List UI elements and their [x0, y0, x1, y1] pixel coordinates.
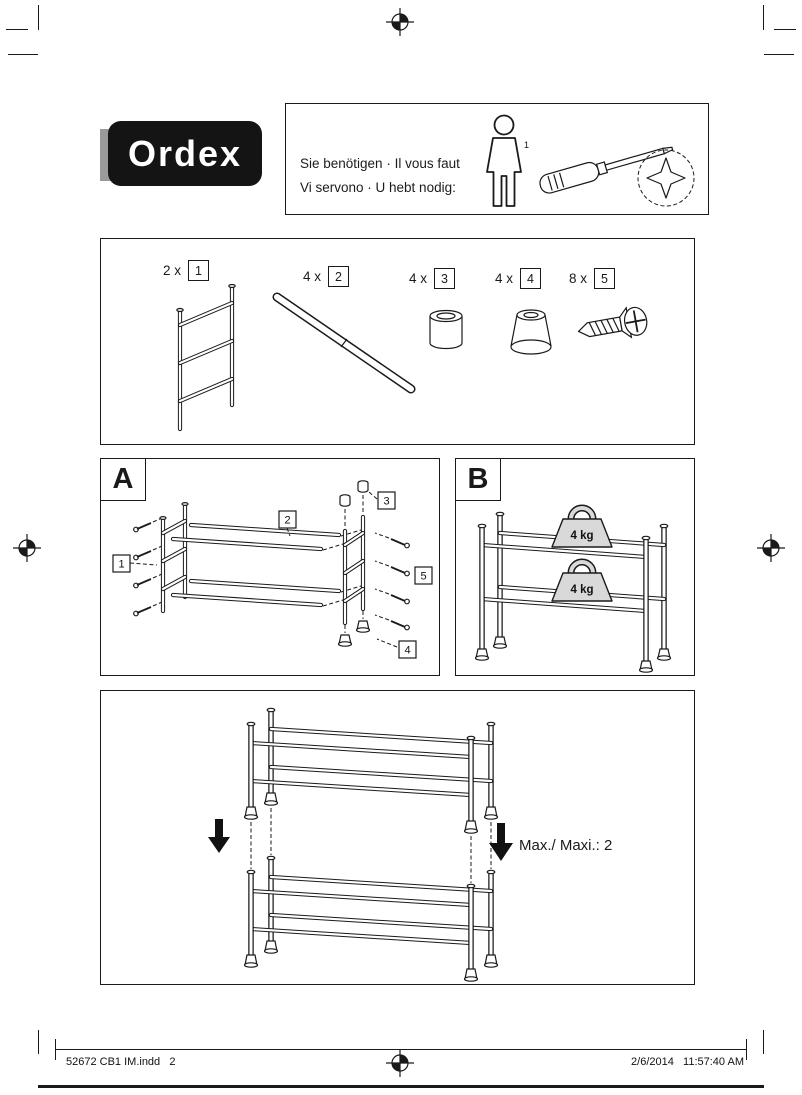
footer-rule	[55, 1049, 747, 1050]
part-4-label: 4 x 4	[495, 268, 542, 289]
person-count: 1	[524, 140, 529, 150]
registration-mark-right	[757, 534, 785, 562]
weight-top-label: 4 kg	[570, 530, 593, 542]
part-5-qty: 8 x	[569, 271, 588, 286]
crop-mark-bottom-left-v	[38, 1030, 39, 1054]
parts-box: 2 x 1 4 x 2 4 x 3	[100, 238, 695, 445]
side-frame-left	[159, 501, 189, 614]
end-caps	[339, 480, 369, 527]
registration-mark-top	[386, 8, 414, 36]
footer-tick-left	[55, 1039, 56, 1060]
step-a-label: A	[101, 459, 146, 501]
part-2-tube-drawing	[272, 292, 416, 394]
weight-bottom: 4 kg	[551, 558, 613, 602]
you-need-text: Sie benötigen · Il vous faut Vi servono …	[300, 152, 460, 199]
lower-rack	[245, 856, 498, 981]
part-1-side-frame-drawing	[176, 283, 236, 432]
footer-tick-right	[746, 1039, 747, 1060]
part-1-qty: 2 x	[163, 263, 182, 278]
callout-2: 2	[284, 515, 290, 527]
crop-mark-top-left-v	[38, 5, 39, 30]
part-3-label: 4 x 3	[409, 268, 456, 289]
weight-top: 4 kg	[551, 504, 613, 548]
part-4-qty: 4 x	[495, 271, 514, 286]
step-b-load-diagram: 4 kg 4 kg	[474, 504, 672, 673]
person-icon: 1	[486, 114, 529, 207]
crop-mark-top-right-v	[763, 5, 764, 30]
part-3-qty: 4 x	[409, 271, 428, 286]
cross-tubes	[170, 522, 362, 608]
page-bottom-bar	[38, 1085, 764, 1088]
screwdriver-body	[539, 146, 674, 194]
you-need-line-1: Sie benötigen · Il vous faut	[300, 156, 460, 171]
side-frame-right	[342, 514, 366, 626]
callout-4: 4	[404, 645, 410, 657]
part-2-number: 2	[328, 266, 350, 287]
you-need-box: Sie benötigen · Il vous faut Vi servono …	[285, 103, 709, 215]
callout-1: 1	[118, 559, 124, 571]
part-3-cap-drawing	[429, 309, 463, 350]
crop-mark-top-right-h	[774, 29, 796, 30]
step-a-exploded-diagram: 1	[112, 480, 433, 659]
crop-mark-right-h2	[764, 54, 794, 55]
part-4-number: 4	[520, 268, 542, 289]
screwdriver-icon	[539, 146, 695, 207]
stack-alignment-dashes	[250, 808, 492, 883]
phillips-tip-magnifier	[637, 149, 695, 207]
callout-3: 3	[383, 496, 389, 508]
crop-mark-bottom-right-v	[763, 1030, 764, 1054]
callout-5: 5	[420, 571, 426, 583]
screws-left	[133, 517, 163, 617]
part-2-qty: 4 x	[303, 269, 322, 284]
assembled-rack: 4 kg 4 kg	[474, 504, 672, 673]
ordex-logo: Ordex	[108, 121, 262, 186]
step-a-box: A 1	[100, 458, 440, 676]
crop-mark-top-left-h	[6, 29, 28, 30]
stack-arrow-left	[208, 819, 230, 853]
part-1-number: 1	[188, 260, 210, 281]
stacked-racks-diagram	[208, 691, 513, 983]
stacking-box: Max./ Maxi.: 2	[100, 690, 695, 985]
crop-mark-left-h2	[8, 54, 38, 55]
part-5-number: 5	[594, 268, 616, 289]
upper-rack	[245, 708, 498, 833]
footer-timestamp: 2/6/2014 11:57:40 AM	[631, 1056, 744, 1068]
part-5-screw-drawing	[577, 306, 648, 339]
logo-text: Ordex	[127, 132, 243, 174]
part-2-label: 4 x 2	[303, 266, 350, 287]
footer-filename: 52672 CB1 IM.indd 2	[66, 1056, 176, 1068]
registration-mark-left	[13, 534, 41, 562]
step-b-label: B	[456, 459, 501, 501]
registration-mark-bottom	[386, 1049, 414, 1077]
screws-right	[374, 532, 410, 631]
foot-caps	[337, 611, 371, 647]
stack-arrow-right	[489, 823, 513, 861]
you-need-line-2: Vi servono · U hebt nodig:	[300, 179, 456, 195]
max-stack-label: Max./ Maxi.: 2	[519, 837, 613, 854]
part-5-label: 8 x 5	[569, 268, 616, 289]
step-b-box: B 4 kg 4 kg	[455, 458, 695, 676]
weight-bottom-label: 4 kg	[570, 584, 593, 596]
part-3-number: 3	[434, 268, 456, 289]
part-4-foot-drawing	[510, 309, 552, 355]
part-1-label: 2 x 1	[163, 260, 210, 281]
